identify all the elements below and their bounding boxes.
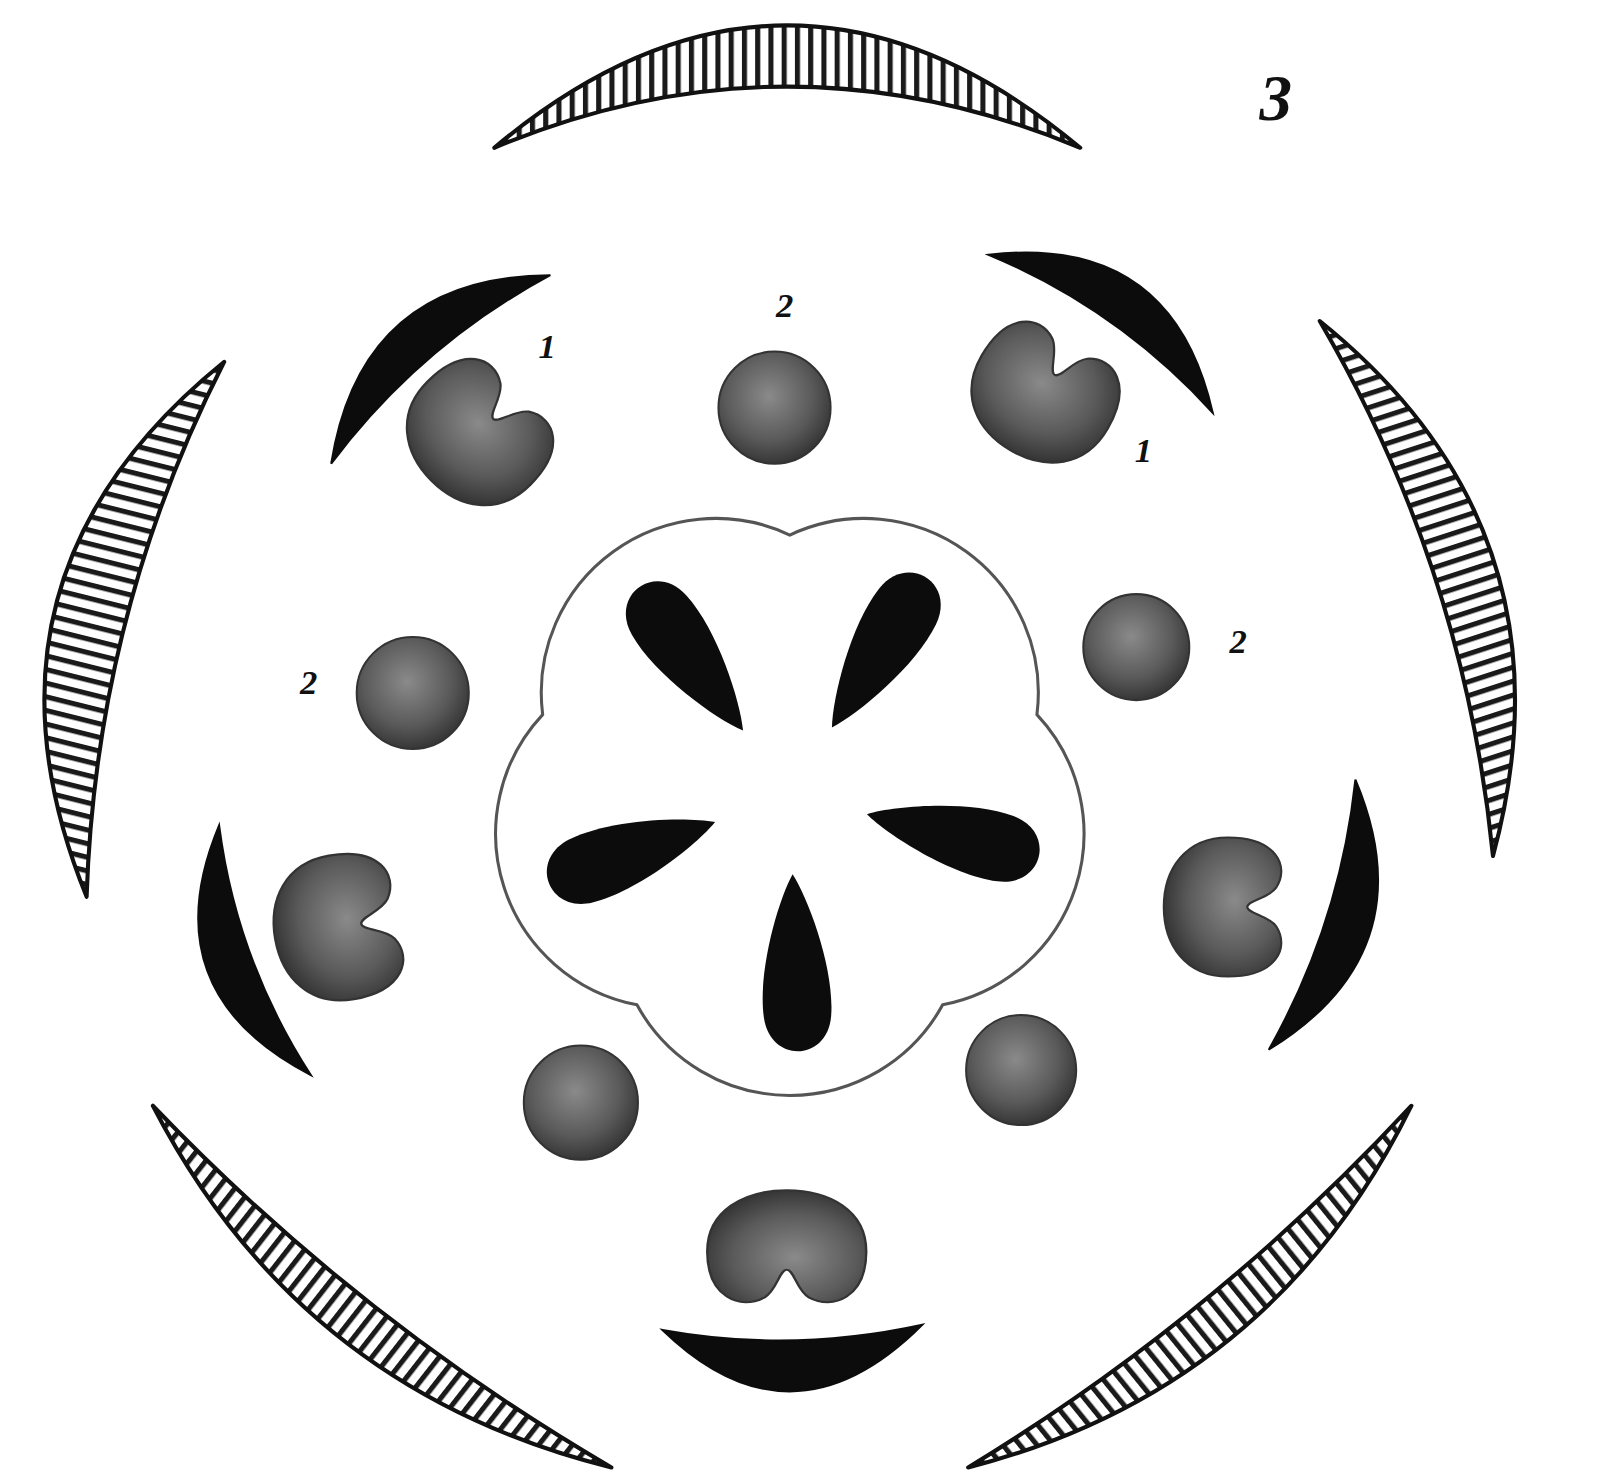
callout-number: 2	[1230, 625, 1247, 660]
ovary-outline	[496, 518, 1084, 1095]
figure-number: 3	[1260, 66, 1293, 131]
callout-number: 2	[300, 665, 317, 700]
callout-number: 1	[539, 329, 556, 364]
ovules	[537, 559, 1047, 1052]
petals	[198, 252, 1378, 1391]
sepals	[44, 25, 1515, 1467]
round-anthers	[357, 352, 1190, 1160]
callout-number: 2	[776, 288, 793, 323]
anthers	[263, 308, 1282, 1303]
callout-number: 1	[1135, 433, 1152, 468]
